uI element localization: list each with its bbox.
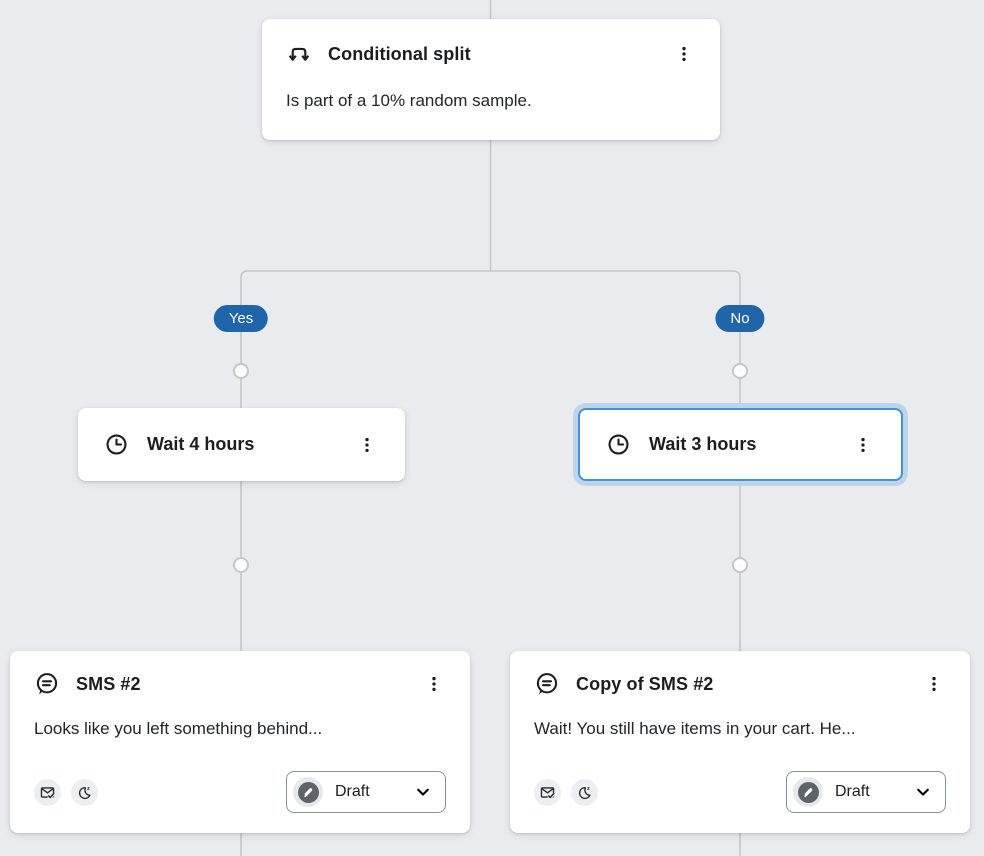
kebab-menu-icon [861, 437, 865, 452]
chevron-down-icon [917, 788, 929, 796]
kebab-menu-icon [932, 676, 936, 692]
clock-icon [608, 434, 629, 455]
kebab-menu-icon [432, 676, 436, 692]
kebab-menu-button[interactable] [851, 433, 875, 457]
node-footer: z Draft [534, 771, 946, 813]
kebab-menu-button[interactable] [672, 42, 696, 66]
connector-dot [732, 557, 748, 573]
status-badge [293, 777, 323, 807]
node-title: Conditional split [328, 43, 471, 64]
status-label: Draft [335, 783, 370, 800]
sms-bubble-icon [536, 673, 558, 695]
quiet-hours-indicator: z [571, 778, 598, 806]
status-dropdown[interactable]: Draft [786, 771, 946, 813]
split-arrows-icon [288, 47, 310, 61]
connector-dot [732, 363, 748, 379]
status-dropdown[interactable]: Draft [286, 771, 446, 813]
message-preview: Looks like you left something behind... [34, 719, 323, 738]
node-title: SMS #2 [76, 673, 141, 694]
conditional-split-card[interactable]: Conditional split Is part of a 10% rando… [262, 19, 720, 140]
kebab-menu-button[interactable] [422, 672, 446, 696]
node-title: Wait 3 hours [649, 434, 757, 454]
envelope-check-icon [540, 786, 556, 800]
status-label: Draft [835, 783, 870, 800]
kebab-menu-button[interactable] [355, 433, 379, 457]
node-description: Is part of a 10% random sample. [286, 91, 532, 110]
sms-bubble-icon [36, 673, 58, 695]
node-header: SMS #2 [34, 671, 446, 697]
pencil-icon [303, 787, 312, 797]
node-title: Copy of SMS #2 [576, 673, 714, 694]
envelope-check-icon [40, 786, 56, 800]
connector-dot [233, 557, 249, 573]
wait-card-yes[interactable]: Wait 4 hours [78, 408, 405, 481]
status-badge [793, 777, 823, 807]
branch-label-yes: Yes [213, 305, 269, 332]
node-header: Conditional split [286, 41, 696, 67]
svg-text:z: z [87, 786, 90, 792]
connector-branches [240, 270, 741, 856]
svg-text:z: z [587, 786, 590, 792]
node-footer: z Draft [34, 771, 446, 813]
sms-card-yes[interactable]: SMS #2 Looks like you left something beh… [10, 651, 470, 833]
kebab-menu-button[interactable] [922, 672, 946, 696]
tracking-indicator [34, 778, 61, 806]
wait-card-no[interactable]: Wait 3 hours [578, 408, 903, 481]
quiet-hours-indicator: z [71, 778, 98, 806]
sms-card-no[interactable]: Copy of SMS #2 Wait! You still have item… [510, 651, 970, 833]
connector-dot [233, 363, 249, 379]
kebab-menu-icon [682, 46, 686, 62]
message-preview: Wait! You still have items in your cart.… [534, 719, 856, 738]
clock-icon [106, 434, 127, 455]
node-header: Copy of SMS #2 [534, 671, 946, 697]
node-title: Wait 4 hours [147, 434, 255, 454]
moon-zzz-icon: z [578, 786, 591, 799]
moon-zzz-icon: z [78, 786, 91, 799]
pencil-icon [803, 787, 812, 797]
tracking-indicator [534, 778, 561, 806]
kebab-menu-icon [365, 437, 369, 452]
branch-label-no: No [715, 305, 765, 332]
chevron-down-icon [417, 788, 429, 796]
